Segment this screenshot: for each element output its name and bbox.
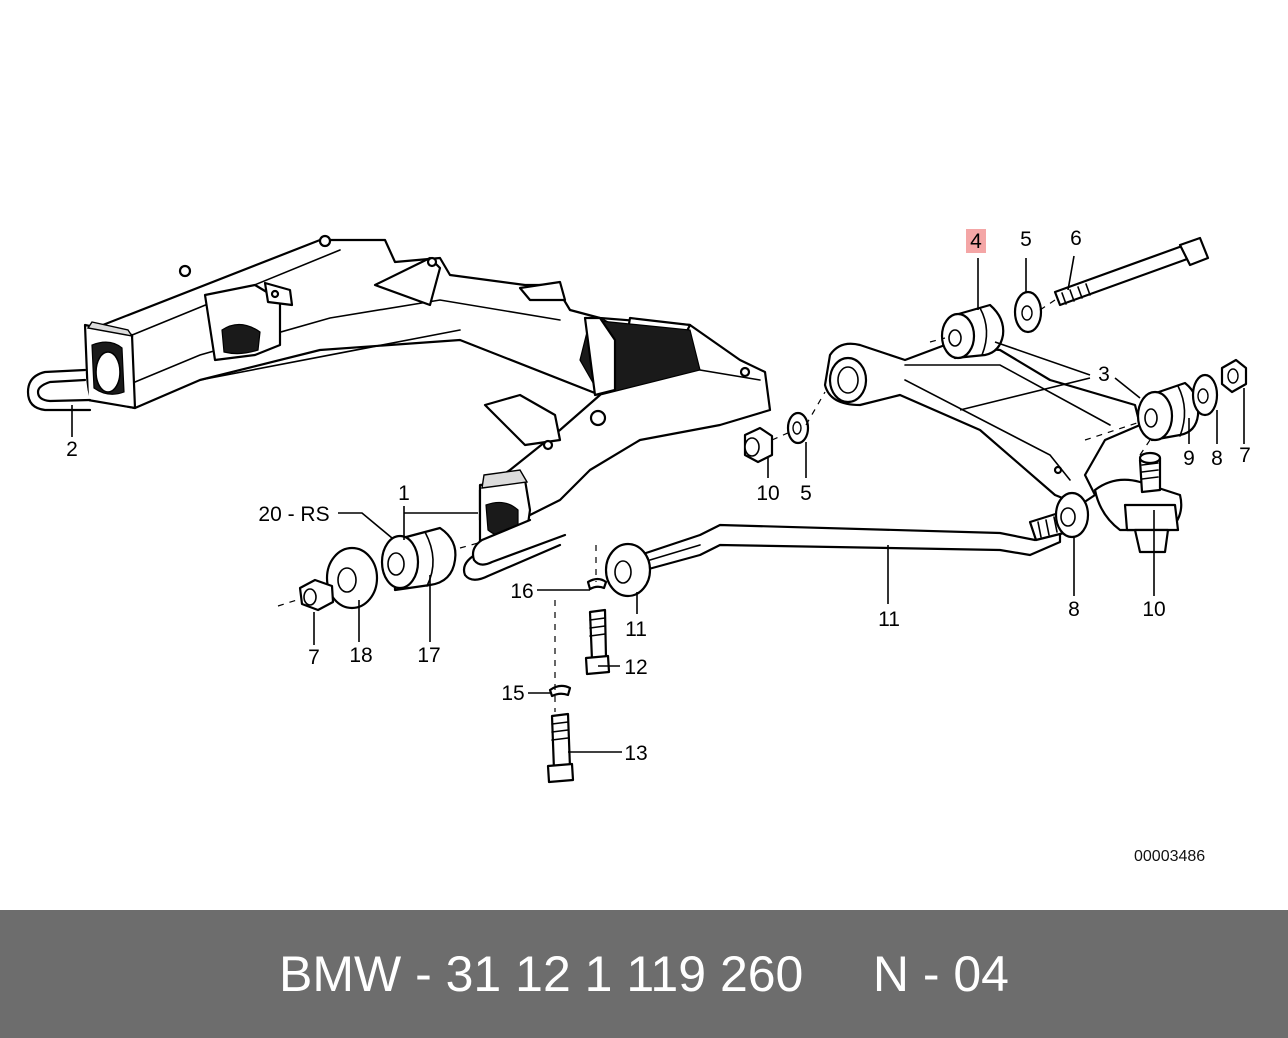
washer-5-middle xyxy=(786,411,810,445)
callout-16: 15 xyxy=(501,682,524,705)
washer-19 xyxy=(325,546,379,610)
washer-8-upper xyxy=(1191,373,1219,417)
callout-4-highlight xyxy=(966,229,986,253)
callout-15: 13 xyxy=(624,742,647,765)
callout-20-rs: 20 - RS xyxy=(258,503,329,526)
part-number-text: BMW - 31 12 1 119 260 N - 04 xyxy=(279,946,1009,1002)
bolt-15 xyxy=(546,712,575,784)
washer-5-upper xyxy=(1013,290,1043,334)
assembly-axes xyxy=(277,299,1151,712)
loop-bracket-left xyxy=(26,368,92,412)
nut-12 xyxy=(743,426,774,464)
callout-5-upper: 5 xyxy=(1020,228,1032,251)
part-number-footer: BMW - 31 12 1 119 260 N - 04 xyxy=(0,910,1288,1038)
callout-2: 2 xyxy=(66,438,78,461)
suspension-exploded-view: 2 1 20 - RS 7 18 17 16 15 12 13 11 10 5 … xyxy=(26,227,1251,784)
callout-17: 16 xyxy=(510,580,533,603)
callout-13: 11 xyxy=(625,618,647,641)
leader-lines xyxy=(71,255,1245,753)
clip-16 xyxy=(548,684,572,698)
parts-diagram: 2 1 20 - RS 7 18 17 16 15 12 13 11 10 5 … xyxy=(26,227,1251,784)
callout-11: 11 xyxy=(878,608,900,631)
diagram-reference-code: 00003486 xyxy=(1134,848,1206,865)
bolt-6 xyxy=(1053,236,1210,307)
nut-7-left xyxy=(298,578,335,612)
callout-labels: 2 1 20 - RS 7 18 17 16 15 12 13 11 10 5 … xyxy=(66,227,1251,765)
loop-bracket-right xyxy=(462,518,567,581)
bushing-4 xyxy=(940,303,1005,360)
callout-8-upper: 8 xyxy=(1211,447,1223,470)
callout-10: 10 xyxy=(1142,598,1165,621)
callout-18: 17 xyxy=(417,644,440,667)
control-arm xyxy=(823,342,1142,507)
callout-6: 6 xyxy=(1070,227,1082,250)
bushing-9 xyxy=(1136,381,1200,442)
ball-joint xyxy=(1093,451,1183,554)
callout-7-right: 7 xyxy=(1239,444,1251,467)
clip-17 xyxy=(586,577,608,591)
callout-8-lower: 8 xyxy=(1068,598,1080,621)
callout-19: 18 xyxy=(349,644,372,667)
washer-8-lower xyxy=(1054,491,1090,539)
bolt-14 xyxy=(584,608,611,676)
tie-rod xyxy=(638,510,1070,572)
callout-12: 10 xyxy=(756,482,779,505)
callout-14: 12 xyxy=(624,656,647,679)
callout-3: 3 xyxy=(1098,363,1110,386)
callout-5-middle: 5 xyxy=(800,482,812,505)
bushing-18 xyxy=(380,526,457,592)
callout-7-left: 7 xyxy=(308,646,320,669)
nut-7-right xyxy=(1220,358,1248,394)
axle-carrier xyxy=(83,234,772,552)
callout-9: 9 xyxy=(1183,447,1195,470)
washer-13 xyxy=(604,542,652,598)
callout-1: 1 xyxy=(398,482,410,505)
callout-4: 4 xyxy=(970,230,982,253)
